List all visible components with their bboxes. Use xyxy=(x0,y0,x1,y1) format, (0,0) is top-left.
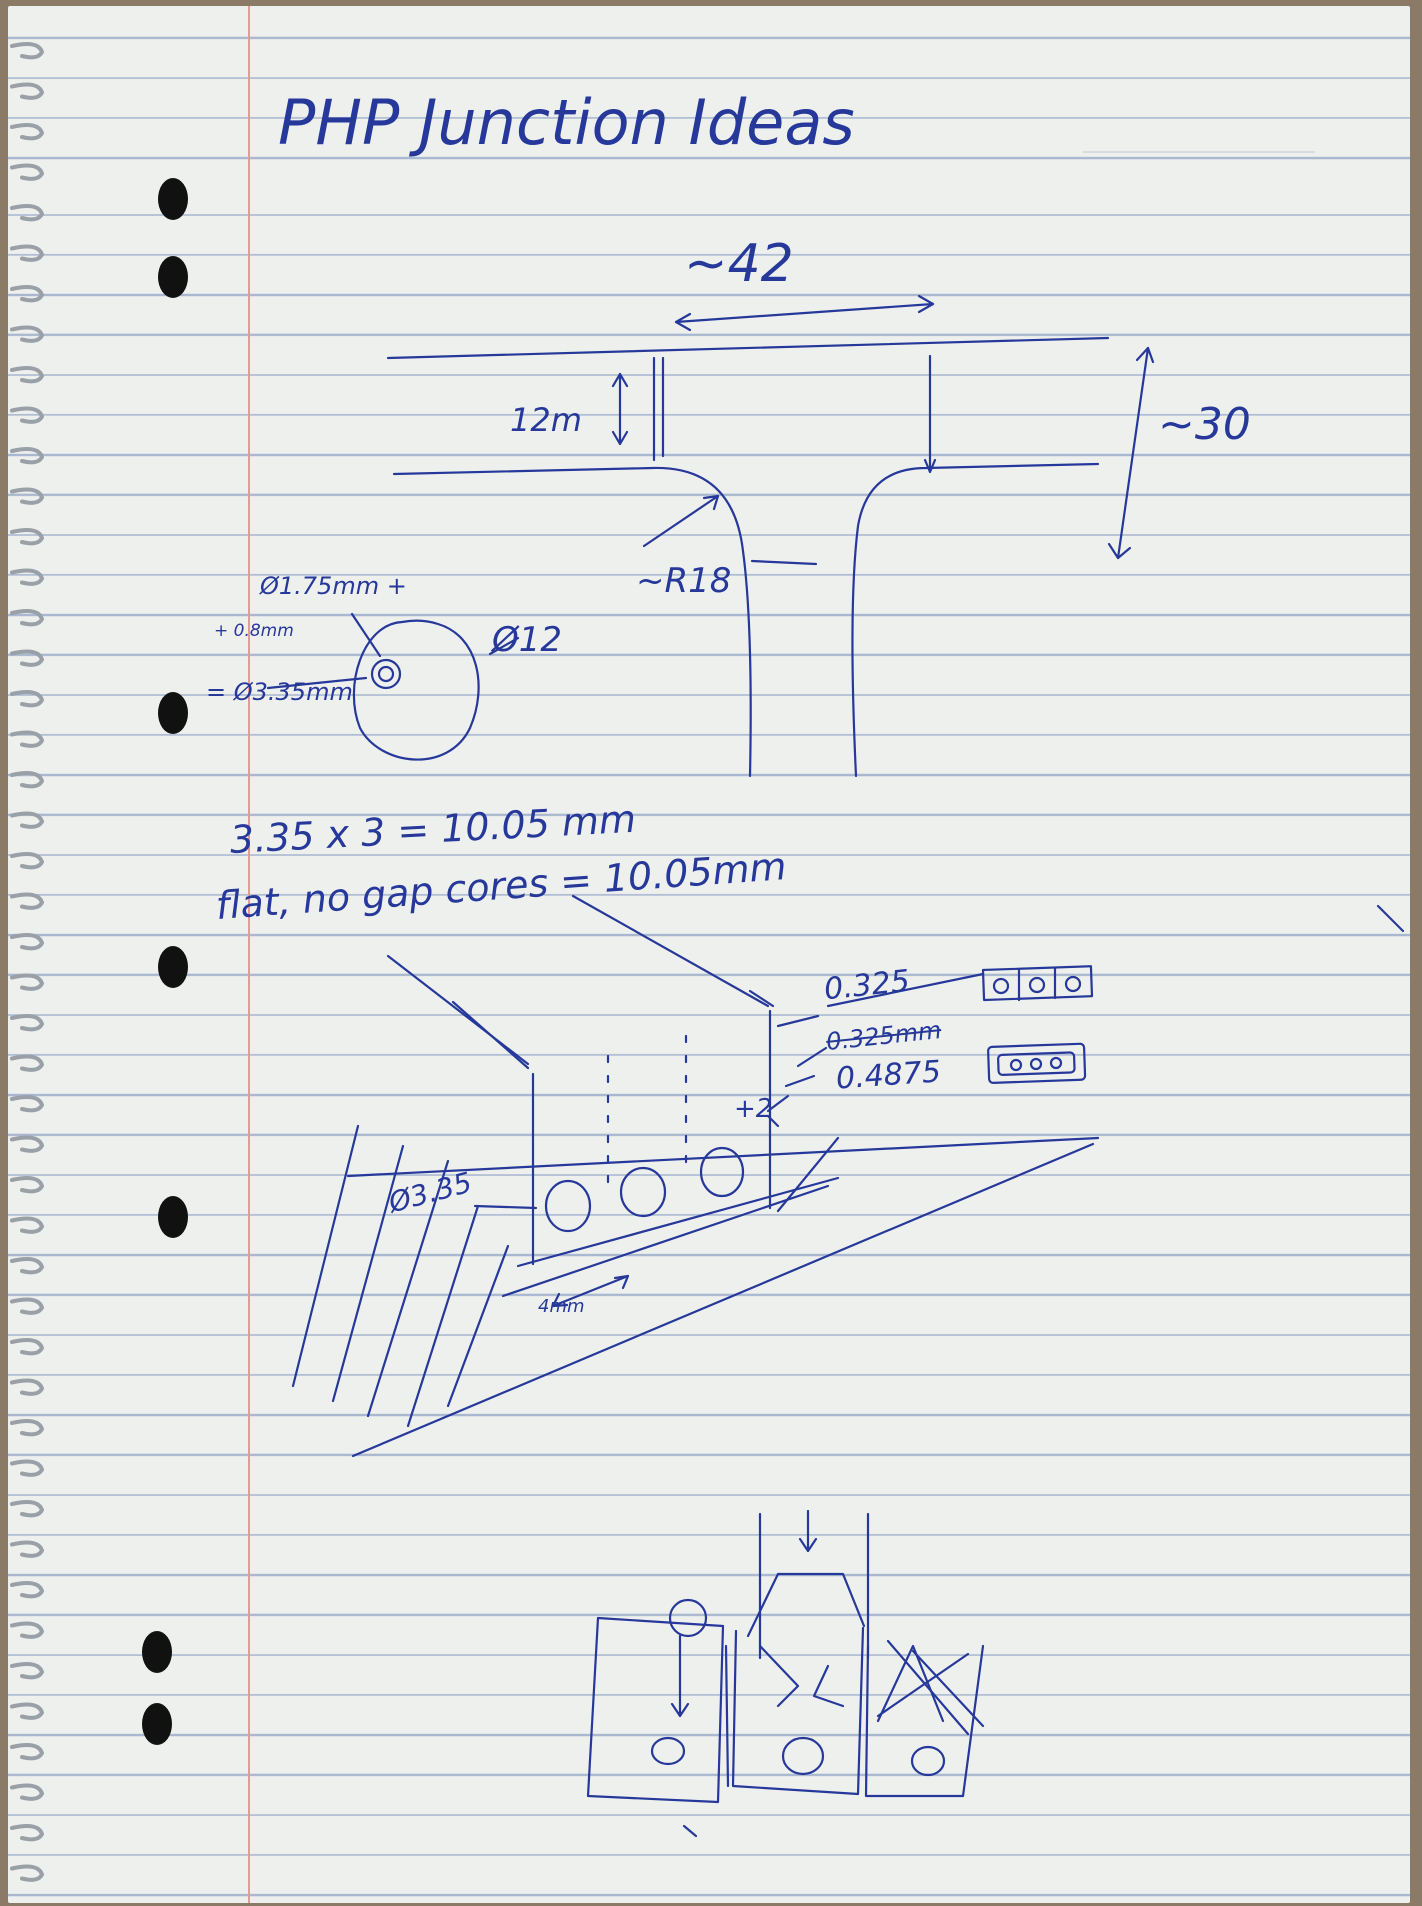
t-junction-sketch xyxy=(386,294,1155,778)
binder-hole xyxy=(158,256,188,298)
binder-hole xyxy=(158,946,188,988)
page-title: PHP Junction Ideas xyxy=(278,86,855,159)
hole-pattern-diagrams xyxy=(981,965,1094,1084)
margin-line xyxy=(248,6,250,1903)
junction-sketches xyxy=(266,294,1405,1838)
cross-section-sketch xyxy=(266,612,520,761)
spiral-binding xyxy=(10,42,45,1882)
binder-hole xyxy=(142,1703,172,1745)
clamp-sketch xyxy=(586,1509,985,1838)
notebook-page: PHP Junction Ideas ~42 ~30 12m ~R18 Ø1.7… xyxy=(8,6,1410,1903)
radius-dimension: ~R18 xyxy=(636,561,732,601)
outer-diameter: Ø12 xyxy=(492,620,563,660)
binder-hole xyxy=(158,178,188,220)
perspective-block-sketch xyxy=(291,894,1405,1458)
binder-hole xyxy=(158,1196,188,1238)
tolerance-note: + 0.8mm xyxy=(214,621,294,641)
header-lines xyxy=(1083,151,1315,153)
width-dimension: ~42 xyxy=(684,234,794,294)
binder-hole xyxy=(158,692,188,734)
height-dimension: ~30 xyxy=(1158,399,1251,450)
arm-dimension: 12m xyxy=(510,401,582,439)
filament-diameter: Ø1.75mm + xyxy=(260,572,407,600)
plus-two-note: +2 xyxy=(734,1094,773,1124)
binder-hole xyxy=(142,1631,172,1673)
